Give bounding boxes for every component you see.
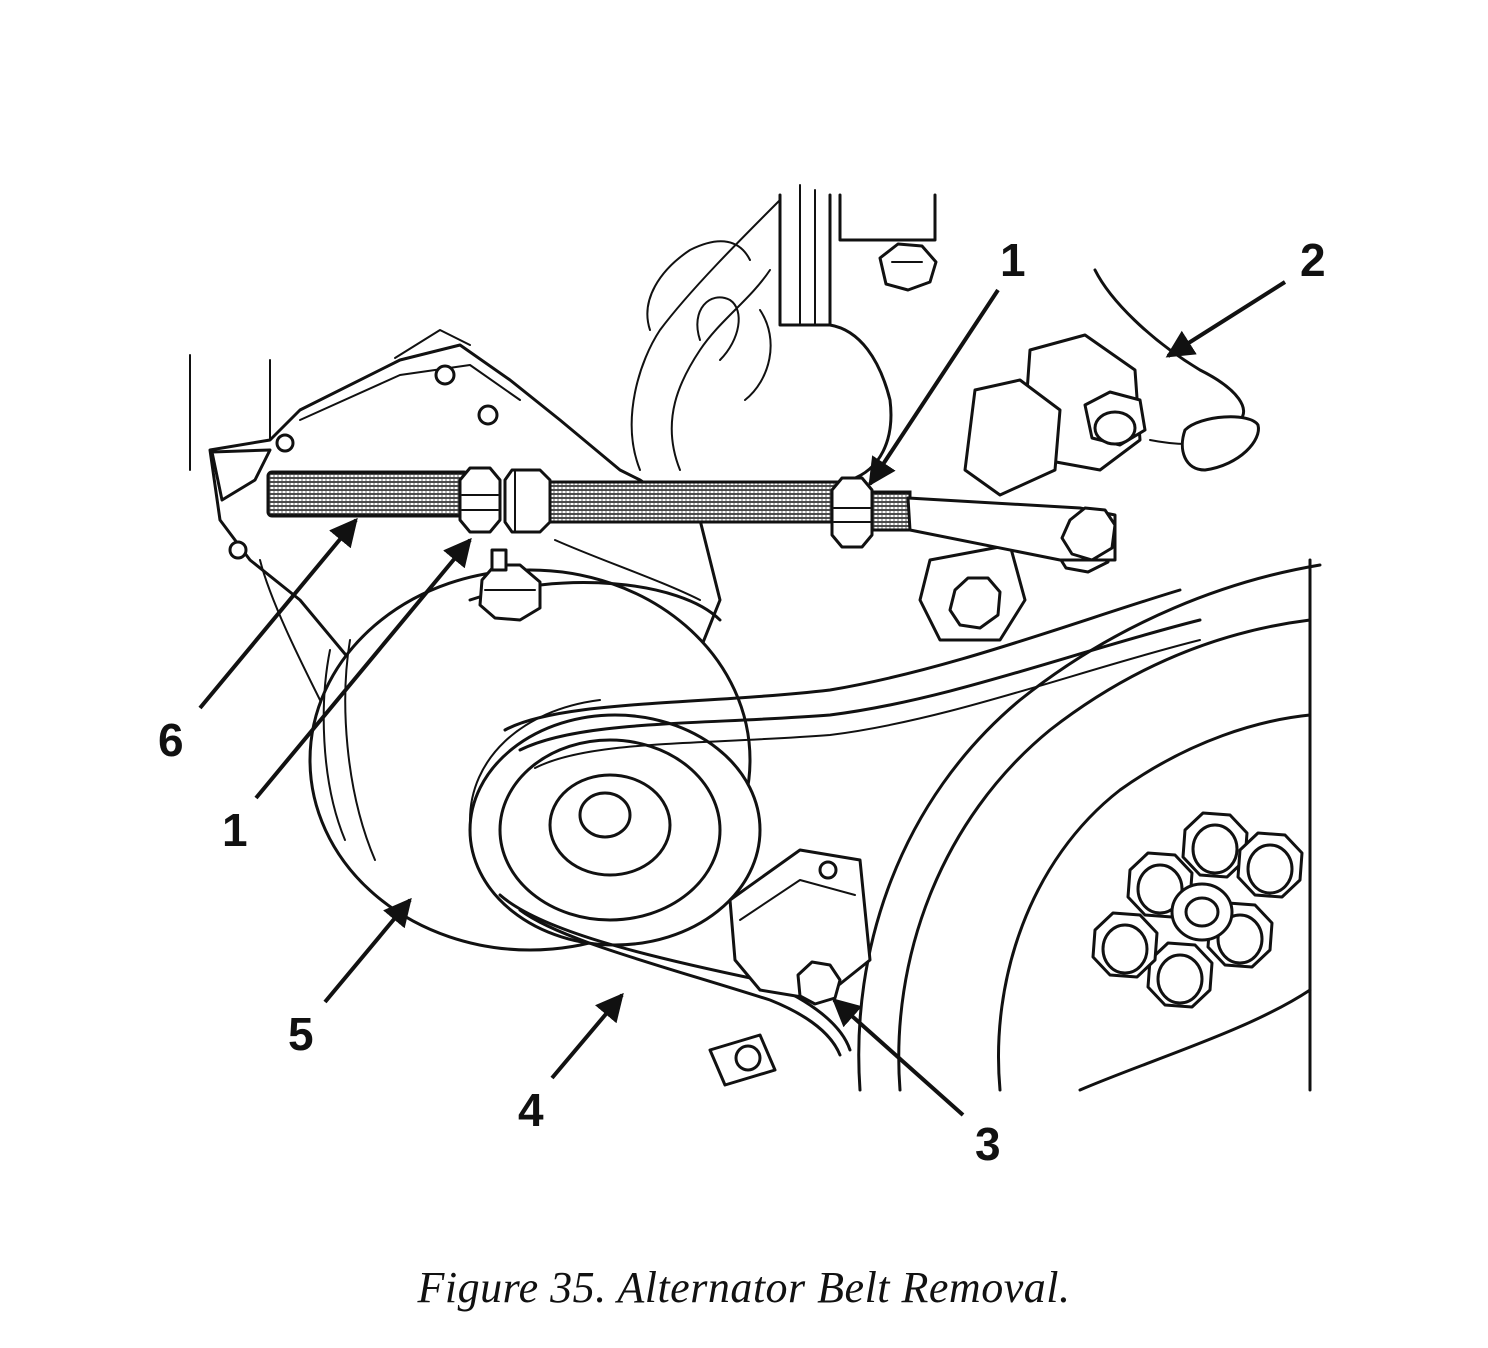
leader-arrow-3 (831, 998, 965, 1117)
alternator-pulley (468, 699, 762, 947)
leader-arrow-5 (323, 897, 412, 1004)
crankshaft-bolt-cluster (1091, 811, 1304, 1009)
lower-bracket (708, 848, 872, 1087)
bolt-top (878, 242, 938, 292)
leader-arrow-1-top (868, 288, 1000, 487)
leader-arrows (198, 280, 1287, 1117)
callout-3: 3 (975, 1118, 1001, 1170)
callout-1-bottom: 1 (222, 804, 248, 856)
mounting-bracket-upper-right (963, 333, 1260, 497)
threaded-rod-assembly (210, 448, 1117, 562)
callout-6: 6 (158, 714, 184, 766)
callout-4: 4 (518, 1084, 544, 1136)
alternator-pivot-bolt (478, 548, 542, 622)
leader-arrow-2 (1165, 280, 1287, 358)
callout-labels: 1 2 6 1 5 4 3 (158, 234, 1326, 1170)
crankshaft-pulley (857, 558, 1322, 1092)
leader-arrow-1-bottom (254, 537, 472, 800)
callout-5: 5 (288, 1008, 314, 1060)
callout-2: 2 (1300, 234, 1326, 286)
figure-caption: Figure 35. Alternator Belt Removal. (417, 1263, 1071, 1312)
leader-arrow-4 (550, 992, 624, 1080)
callout-1-top: 1 (1000, 234, 1026, 286)
leader-arrow-6 (198, 517, 358, 710)
